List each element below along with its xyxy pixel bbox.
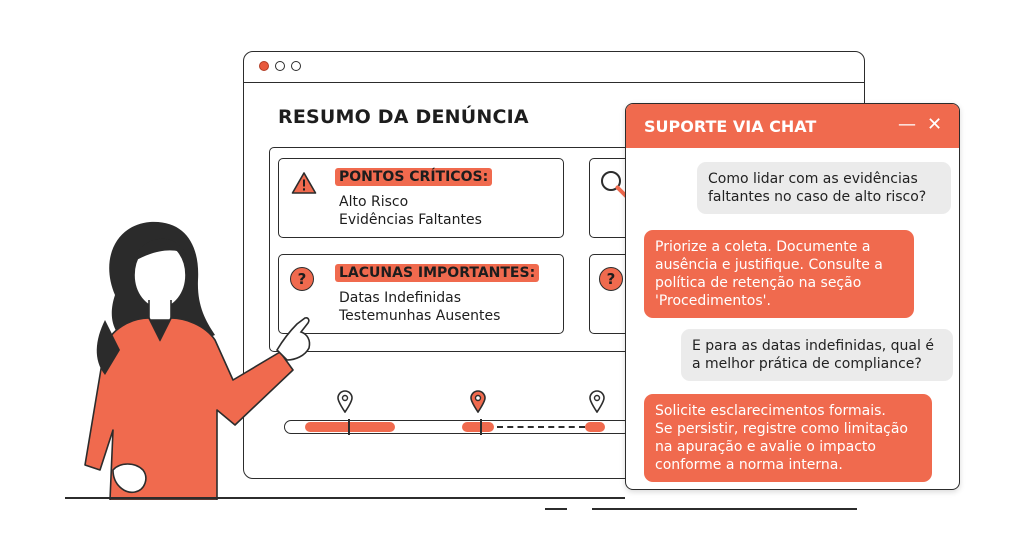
important-gap-item: Datas Indefinidas — [339, 290, 462, 306]
chat-title: SUPORTE VIA CHAT — [644, 117, 817, 136]
warning-icon — [291, 172, 317, 194]
chat-message-bot: Priorize a coleta. Documente a ausência … — [644, 230, 914, 318]
location-pin-icon — [589, 390, 605, 413]
chat-message-bot: Solicite esclarecimentos formais. Se per… — [644, 394, 932, 482]
location-pin-icon — [337, 390, 353, 413]
important-gaps-card[interactable]: ? LACUNAS IMPORTANTES: Datas Indefinidas… — [278, 254, 564, 334]
important-gap-item: Testemunhas Ausentes — [339, 308, 501, 324]
floor-line — [65, 497, 625, 499]
question-icon: ? — [599, 267, 623, 291]
critical-points-card[interactable]: PONTOS CRÍTICOS: Alto Risco Evidências F… — [278, 158, 564, 238]
timeline-segment — [585, 422, 605, 432]
timeline-marker — [348, 419, 350, 435]
timeline-segment — [305, 422, 395, 432]
timeline-dashed-gap — [497, 426, 585, 428]
chat-widget[interactable]: SUPORTE VIA CHAT — ✕ Como lidar com as e… — [625, 103, 960, 490]
chat-message-user: E para as datas indefinidas, qual é a me… — [681, 329, 953, 381]
window-titlebar — [244, 52, 864, 83]
maximize-window-dot[interactable] — [291, 61, 301, 71]
page-title: RESUMO DA DENÚNCIA — [278, 106, 529, 128]
important-gaps-heading: LACUNAS IMPORTANTES: — [335, 264, 540, 282]
minimize-icon[interactable]: — — [898, 114, 916, 135]
chat-message-user: Como lidar com as evidências faltantes n… — [697, 162, 951, 214]
woman-presenter-illustration — [84, 221, 311, 500]
timeline-marker — [480, 419, 482, 435]
floor-line — [545, 508, 567, 510]
critical-points-heading: PONTOS CRÍTICOS: — [335, 168, 493, 186]
location-pin-icon — [470, 390, 486, 413]
minimize-window-dot[interactable] — [275, 61, 285, 71]
close-window-dot[interactable] — [259, 61, 269, 71]
critical-point-item: Evidências Faltantes — [339, 212, 482, 228]
question-icon: ? — [290, 267, 314, 291]
close-icon[interactable]: ✕ — [927, 114, 943, 135]
floor-line — [592, 508, 857, 510]
critical-point-item: Alto Risco — [339, 194, 409, 210]
timeline-segment — [462, 422, 494, 432]
timeline-track[interactable] — [284, 419, 631, 435]
chat-header: SUPORTE VIA CHAT — ✕ — [626, 104, 959, 148]
summary-panel: PONTOS CRÍTICOS: Alto Risco Evidências F… — [269, 147, 841, 352]
